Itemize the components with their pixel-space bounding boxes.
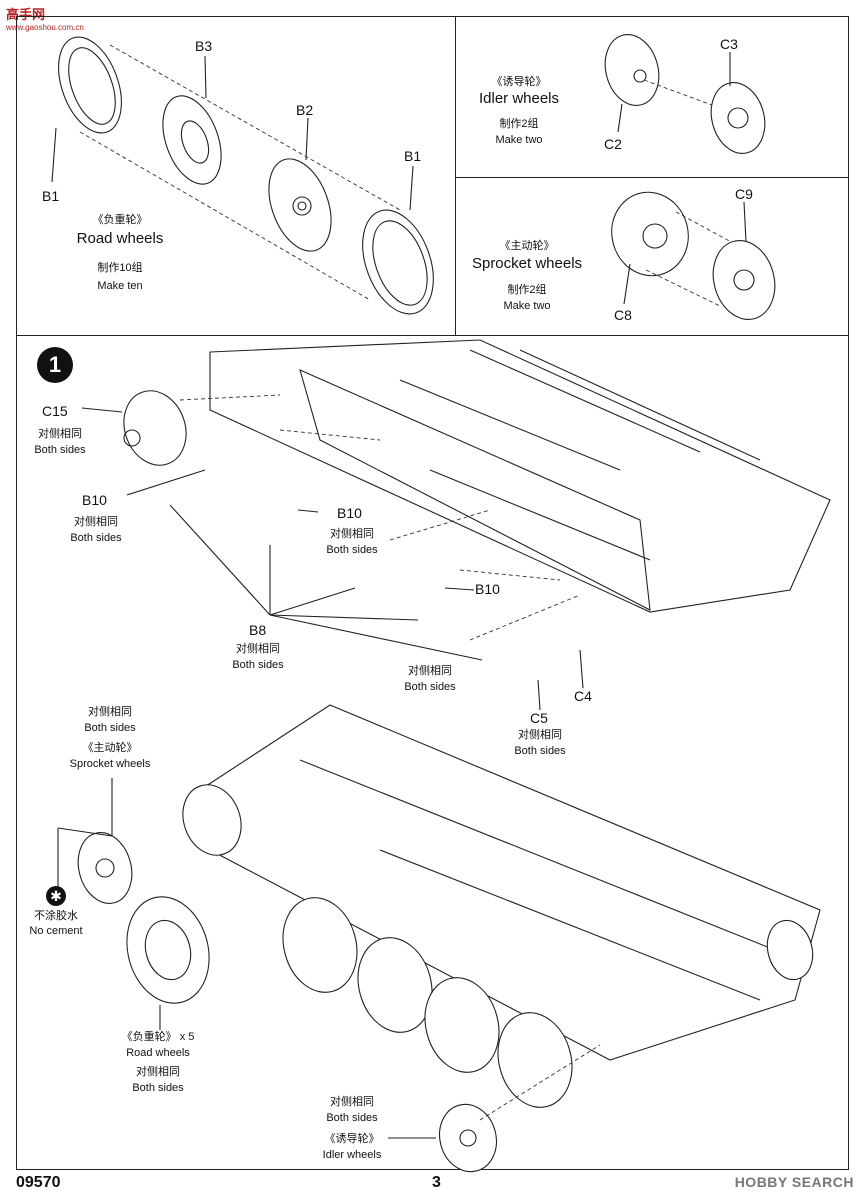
upper-hull-drawing bbox=[81, 339, 831, 711]
road-step-count: x 5 bbox=[179, 1031, 195, 1043]
idler-step-both-cn: 对侧相同 bbox=[330, 1096, 374, 1108]
c15-both-en: Both sides bbox=[34, 444, 86, 456]
part-label-b10-right: B10 bbox=[475, 581, 500, 597]
part-label-b3: B3 bbox=[195, 38, 213, 54]
part-label-c8: C8 bbox=[614, 307, 632, 323]
sprocket-qty-cn: 制作2组 bbox=[507, 284, 547, 296]
road-step-both-cn: 对侧相同 bbox=[136, 1066, 180, 1078]
part-label-c3: C3 bbox=[720, 36, 738, 52]
idler-name-cn: 《诱导轮》 bbox=[491, 76, 547, 88]
idler-name-en: Idler wheels bbox=[478, 90, 560, 107]
sprocket-name-cn: 《主动轮》 bbox=[499, 240, 555, 252]
road-step-name-en: Road wheels bbox=[126, 1047, 190, 1059]
part-label-b8: B8 bbox=[249, 622, 267, 638]
idler-qty-cn: 制作2组 bbox=[499, 118, 539, 130]
idler-wheel-drawing bbox=[604, 34, 766, 154]
road-step-both-en: Both sides bbox=[132, 1082, 184, 1094]
step-number-badge: 1 bbox=[37, 347, 73, 383]
c5-both-en: Both sides bbox=[514, 745, 566, 757]
part-label-c2: C2 bbox=[604, 136, 622, 152]
b10-left-both-cn: 对侧相同 bbox=[74, 516, 118, 528]
part-label-c5: C5 bbox=[530, 710, 548, 726]
b8-both-en: Both sides bbox=[232, 659, 284, 671]
part-label-b1-right: B1 bbox=[404, 148, 422, 164]
road-step-name-cn: 《负重轮》 bbox=[121, 1031, 177, 1043]
logo-url: www.gaoshou.com.cn bbox=[6, 23, 84, 32]
no-cement-cn: 不涂胶水 bbox=[34, 910, 78, 922]
no-cement-en: No cement bbox=[29, 925, 83, 937]
sprocket-both-en: Both sides bbox=[84, 722, 136, 734]
sprocket-step-name-en: Sprocket wheels bbox=[69, 758, 151, 770]
sprocket-qty-en: Make two bbox=[503, 300, 551, 312]
site-logo: 高手网 www.gaoshou.com.cn bbox=[6, 4, 84, 32]
b10-mid-both-cn: 对侧相同 bbox=[330, 528, 374, 540]
mid-both-en: Both sides bbox=[404, 681, 456, 693]
part-label-c15: C15 bbox=[42, 403, 68, 419]
b8-both-cn: 对侧相同 bbox=[236, 643, 280, 655]
part-label-c4: C4 bbox=[574, 688, 592, 704]
idler-qty-en: Make two bbox=[495, 134, 543, 146]
sprocket-wheel-drawing bbox=[611, 191, 776, 320]
c5-both-cn: 对侧相同 bbox=[518, 729, 562, 741]
no-cement-icon: ✱ bbox=[46, 886, 66, 906]
logo-text: 高手网 bbox=[6, 7, 46, 22]
sprocket-name-en: Sprocket wheels bbox=[471, 255, 583, 272]
road-wheels-name-en: Road wheels bbox=[76, 230, 164, 247]
road-wheels-name-cn: 《负重轮》 bbox=[92, 214, 148, 226]
mid-both-cn: 对侧相同 bbox=[408, 665, 452, 677]
part-label-c9: C9 bbox=[735, 186, 753, 202]
page-number: 3 bbox=[432, 1174, 441, 1191]
road-wheels-qty-cn: 制作10组 bbox=[97, 262, 143, 274]
idler-step-both-en: Both sides bbox=[326, 1112, 378, 1124]
sprocket-step-name-cn: 《主动轮》 bbox=[82, 742, 138, 754]
idler-step-name-cn: 《诱导轮》 bbox=[324, 1133, 380, 1145]
sprocket-both-cn: 对侧相同 bbox=[88, 706, 132, 718]
step-1-panel bbox=[16, 335, 849, 1170]
product-code: 09570 bbox=[16, 1174, 61, 1191]
road-wheel-exploded-drawing bbox=[51, 36, 434, 315]
c15-both-cn: 对侧相同 bbox=[38, 428, 82, 440]
part-label-b10-left: B10 bbox=[82, 492, 107, 508]
road-wheels-qty-en: Make ten bbox=[97, 280, 143, 292]
part-label-b1-left: B1 bbox=[42, 188, 60, 204]
idler-step-name-en: Idler wheels bbox=[322, 1149, 382, 1161]
lower-hull-drawing bbox=[57, 704, 821, 1173]
part-label-b10-mid: B10 bbox=[337, 505, 362, 521]
hobby-search-watermark: HOBBY SEARCH bbox=[734, 1174, 854, 1190]
b10-mid-both-en: Both sides bbox=[326, 544, 378, 556]
part-label-b2: B2 bbox=[296, 102, 314, 118]
road-step-name: 《负重轮》 x 5 bbox=[122, 1031, 195, 1044]
b10-left-both-en: Both sides bbox=[70, 532, 122, 544]
